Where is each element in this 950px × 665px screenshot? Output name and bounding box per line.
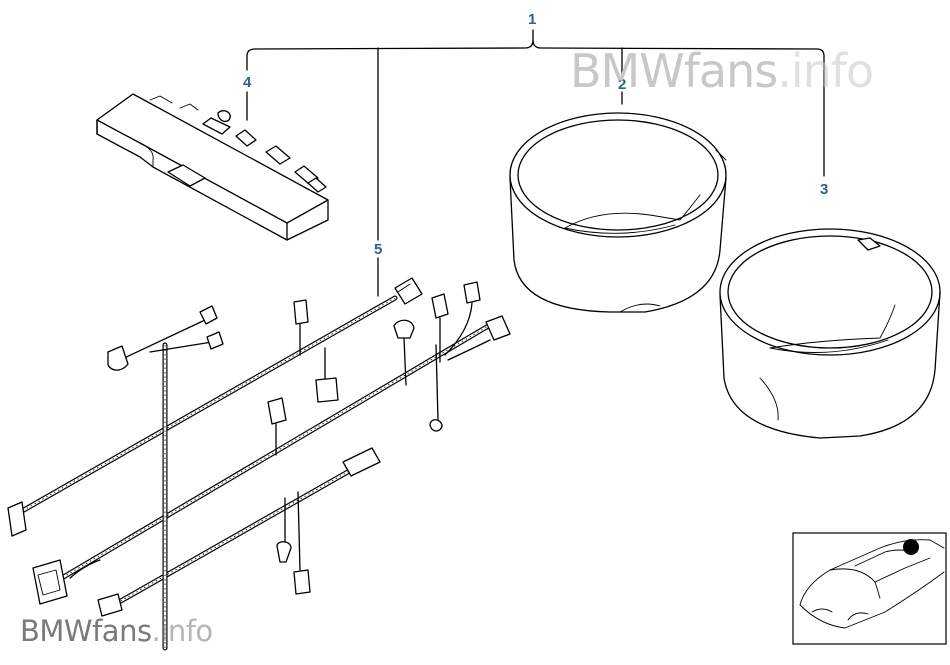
callout-2: 2 bbox=[618, 76, 627, 93]
watermark-bottom: BMWfans.info bbox=[20, 614, 213, 648]
callout-4: 4 bbox=[243, 74, 252, 91]
watermark-top-suffix: .info bbox=[777, 44, 874, 98]
round-pan-front-drawing bbox=[509, 112, 727, 313]
car-locator-icon bbox=[903, 539, 919, 555]
watermark-bottom-suffix: .info bbox=[151, 614, 214, 648]
wiring-harness-drawing bbox=[7, 277, 511, 651]
control-module-drawing bbox=[96, 93, 329, 241]
callout-bracket bbox=[246, 29, 825, 297]
watermark-bottom-main: BMWfans bbox=[20, 614, 152, 648]
callout-5: 5 bbox=[374, 241, 383, 258]
watermark-top-main: BMWfans bbox=[570, 44, 778, 98]
car-locator-inset bbox=[792, 532, 947, 645]
callout-3: 3 bbox=[820, 181, 829, 198]
callout-1: 1 bbox=[528, 11, 537, 28]
round-pan-rear-drawing bbox=[719, 228, 941, 439]
watermark-top: BMWfans.info bbox=[570, 44, 874, 98]
